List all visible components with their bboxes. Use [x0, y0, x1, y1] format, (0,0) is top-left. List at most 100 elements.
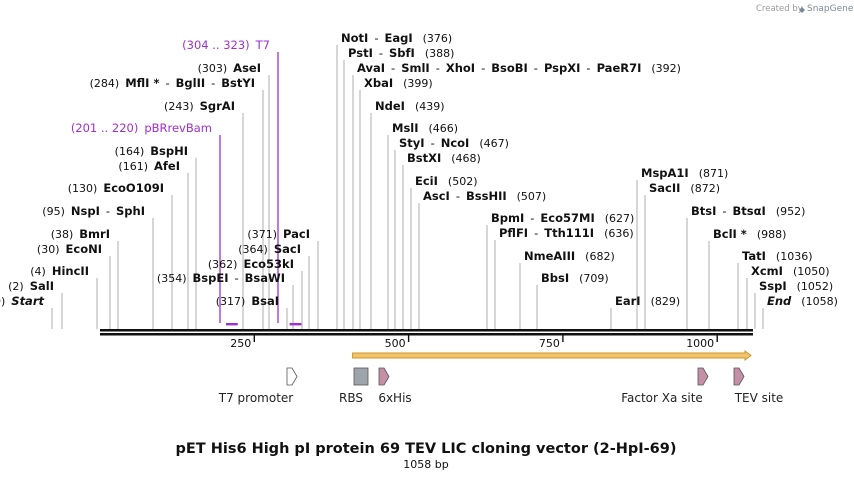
- site-label[interactable]: (304 .. 323)T7: [182, 38, 270, 52]
- site-label[interactable]: PstI-SbfI(388): [348, 46, 454, 60]
- site-label[interactable]: (201 .. 220)pBRrevBam: [71, 121, 212, 135]
- site-label[interactable]: (243)SgrAI: [164, 99, 235, 113]
- site-label[interactable]: NotI-EagI(376): [341, 31, 452, 45]
- site-position: (1050): [793, 265, 830, 278]
- site-label[interactable]: (95)NspI-SphI: [42, 204, 145, 218]
- feature-arrow[interactable]: [378, 367, 390, 386]
- feature-rbs-box[interactable]: [353, 367, 369, 386]
- site-position: (1058): [801, 295, 838, 308]
- site-name: AfeI: [154, 159, 180, 173]
- site-separator: -: [235, 271, 239, 285]
- ruler-tick-label: 1000: [686, 337, 714, 350]
- site-label[interactable]: XcmI (1050): [751, 264, 830, 278]
- site-position: (243): [164, 100, 194, 113]
- feature-arrow[interactable]: [697, 367, 709, 386]
- snapgene-logo-icon: [799, 7, 805, 13]
- site-separator: -: [165, 76, 169, 90]
- site-name: Tth111I: [544, 226, 594, 240]
- site-label[interactable]: (38)BmrI: [51, 227, 110, 241]
- site-label[interactable]: BpmI-Eco57MI(627): [491, 211, 634, 225]
- site-name: PstI: [348, 46, 373, 60]
- site-label[interactable]: MspA1I (871): [641, 166, 728, 180]
- ruler-tick-label: 250: [230, 337, 251, 350]
- orf-bar[interactable]: [352, 350, 752, 361]
- site-label[interactable]: BbsI(709): [541, 271, 609, 285]
- site-position: (354): [157, 272, 187, 285]
- site-position: (439): [415, 100, 445, 113]
- site-position: (130): [68, 182, 98, 195]
- site-label[interactable]: StyI-NcoI(467): [399, 136, 509, 150]
- site-label[interactable]: EarI(829): [615, 294, 680, 308]
- site-position: (38): [51, 228, 74, 241]
- site-label[interactable]: (362)Eco53kI: [208, 257, 294, 271]
- site-label[interactable]: NmeAIII(682): [524, 249, 615, 263]
- primer-binding-mark[interactable]: [226, 323, 238, 326]
- site-name: BspEI: [193, 271, 229, 285]
- site-position: (284): [90, 77, 120, 90]
- site-label[interactable]: (130)EcoO109I: [68, 181, 164, 195]
- site-label[interactable]: EciI(502): [415, 174, 478, 188]
- site-position: (829): [651, 295, 681, 308]
- site-position: (709): [579, 272, 609, 285]
- site-name: PflFI: [499, 226, 528, 240]
- site-name: XbaI: [364, 76, 393, 90]
- feature-label: Factor Xa site: [621, 391, 703, 405]
- site-label[interactable]: (4)HincII: [30, 264, 89, 278]
- site-label[interactable]: (30) EcoNI: [37, 242, 102, 256]
- site-name: EcoNI: [66, 242, 102, 256]
- site-name: EagI: [384, 31, 412, 45]
- site-name: NotI: [341, 31, 368, 45]
- site-label[interactable]: (161)AfeI: [118, 159, 180, 173]
- site-label[interactable]: End(1058): [767, 294, 838, 308]
- site-position: (871): [699, 167, 729, 180]
- feature-arrow[interactable]: [286, 367, 298, 386]
- site-separator: -: [530, 211, 534, 225]
- site-name: BclI *: [713, 227, 747, 241]
- site-label[interactable]: SspI(1052): [759, 279, 833, 293]
- site-position: (988): [757, 228, 787, 241]
- site-label[interactable]: (303)AseI: [198, 61, 261, 75]
- feature-label: TEV site: [734, 391, 784, 405]
- site-label[interactable]: AscI-BssHII(507): [423, 189, 546, 203]
- site-name: PaeR7I: [597, 61, 642, 75]
- site-label[interactable]: (371)PacI: [247, 227, 310, 241]
- site-label[interactable]: (364)SacI: [238, 242, 301, 256]
- site-name: MflI *: [125, 76, 159, 90]
- site-label[interactable]: AvaI-SmlI-XhoI-BsoBI-PspXI-PaeR7I(392): [357, 61, 681, 75]
- site-label[interactable]: PflFI-Tth111I(636): [499, 226, 634, 240]
- site-label[interactable]: (354)BspEI-BsaWI: [157, 271, 285, 285]
- site-name: BglII: [176, 76, 206, 90]
- site-label[interactable]: (317)BsaI: [216, 294, 279, 308]
- site-name: BtsI: [691, 204, 716, 218]
- site-label[interactable]: TatI(1036): [742, 249, 812, 263]
- feature-arrow[interactable]: [733, 367, 745, 386]
- site-name: (304 .. 323): [182, 38, 250, 52]
- site-name: pBRrevBam: [144, 121, 212, 135]
- site-separator: -: [374, 31, 378, 45]
- site-position: (627): [605, 212, 635, 225]
- site-label[interactable]: BclI * (988): [713, 227, 786, 241]
- primer-binding-mark[interactable]: [289, 323, 302, 326]
- site-position: (467): [479, 137, 509, 150]
- site-label[interactable]: XbaI(399): [364, 76, 433, 90]
- site-label[interactable]: SacII(872): [649, 181, 720, 195]
- site-position: (388): [425, 47, 455, 60]
- site-label[interactable]: BstXI(468): [407, 151, 481, 165]
- site-name: XcmI: [751, 264, 783, 278]
- site-label[interactable]: (2)SalI: [8, 279, 54, 293]
- orf-arrow[interactable]: [352, 350, 752, 361]
- site-label[interactable]: MslI(466): [392, 121, 458, 135]
- site-position: (507): [517, 190, 547, 203]
- site-name: MspA1I: [641, 166, 689, 180]
- site-label[interactable]: (0)Start: [0, 294, 44, 308]
- site-label[interactable]: BtsI-BtsαI(952): [691, 204, 805, 218]
- site-name: BstYI: [221, 76, 255, 90]
- site-label[interactable]: NdeI(439): [375, 99, 445, 113]
- site-position: (317): [216, 295, 246, 308]
- site-label[interactable]: (164)BspHI: [115, 144, 188, 158]
- site-name: Eco57MI: [540, 211, 594, 225]
- site-label[interactable]: (284)MflI *-BglII-BstYI: [90, 76, 255, 90]
- site-separator: -: [534, 226, 538, 240]
- site-position: (30): [37, 243, 60, 256]
- site-position: (392): [651, 62, 681, 75]
